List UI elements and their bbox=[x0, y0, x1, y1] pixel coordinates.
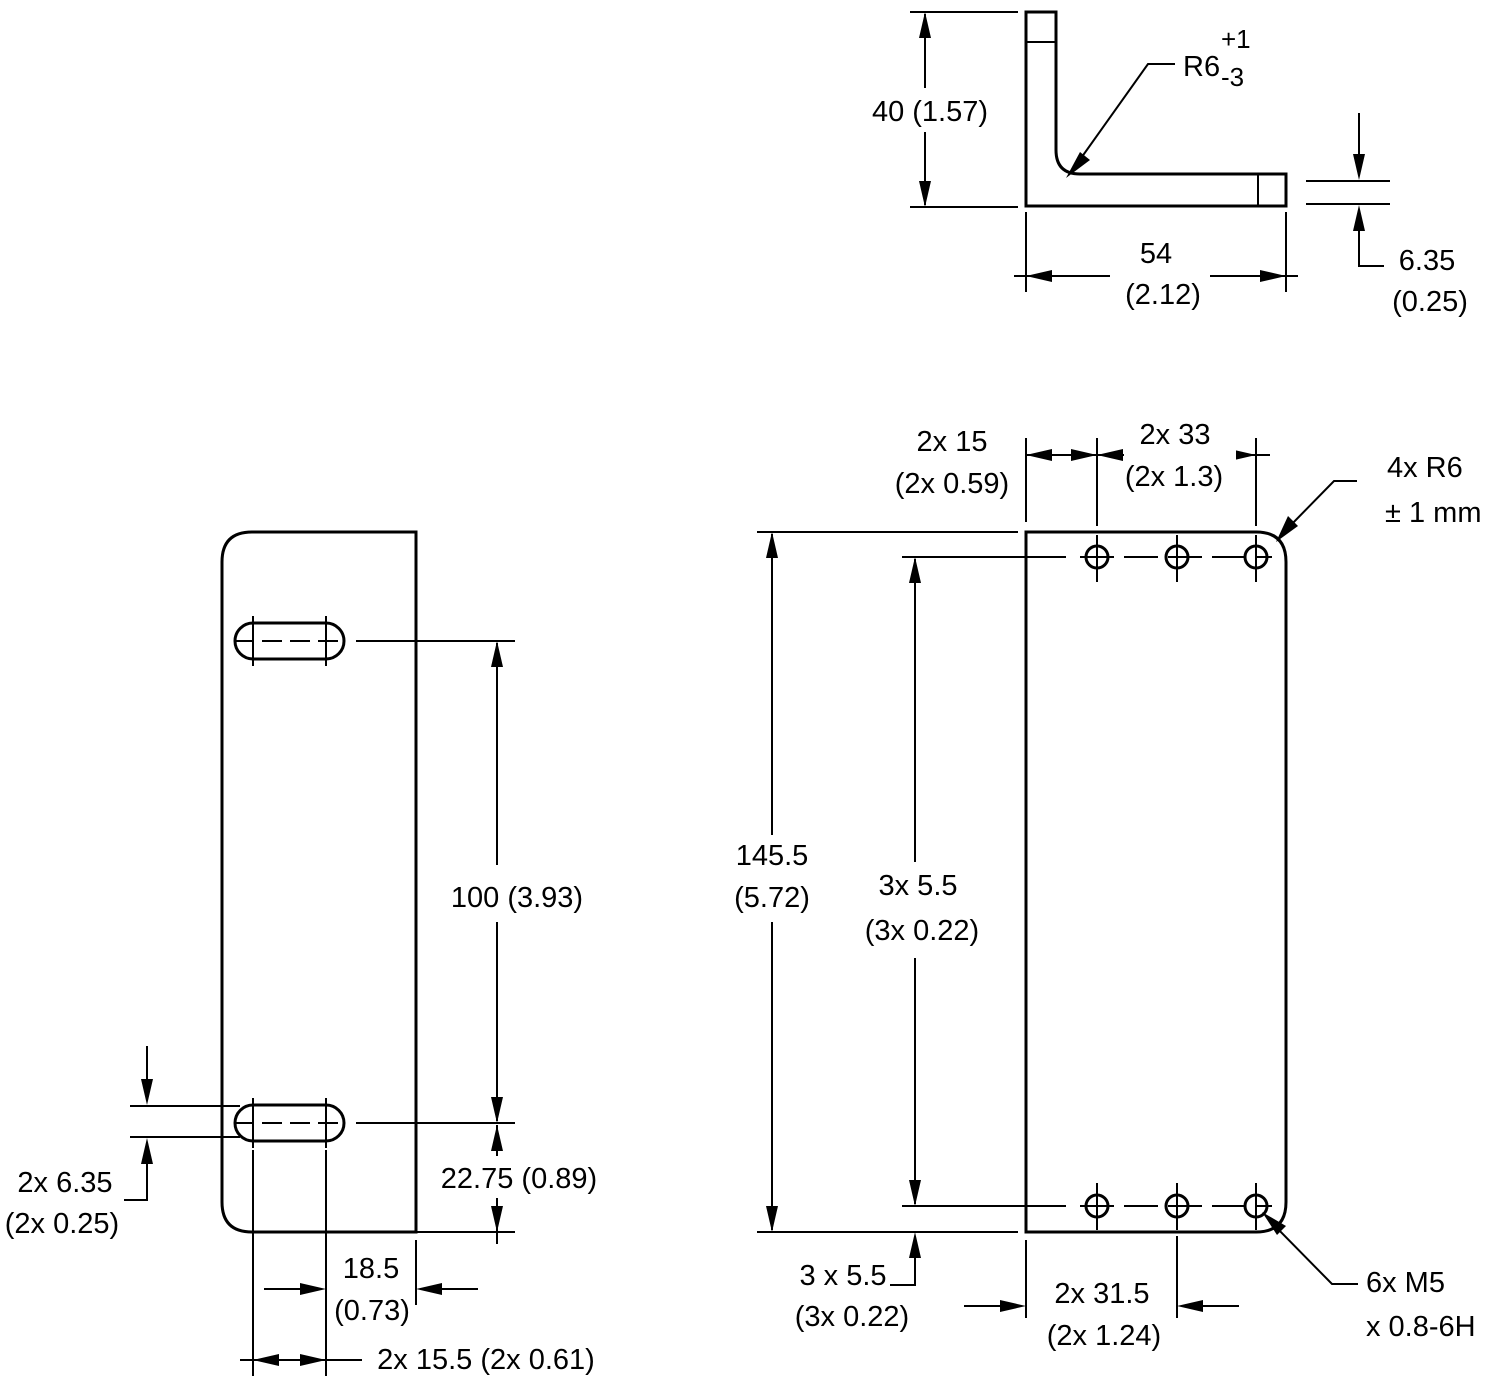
arrowhead bbox=[1026, 270, 1052, 282]
arrowhead bbox=[919, 181, 931, 207]
arrowhead bbox=[1230, 449, 1256, 461]
corner-radius-tol: ± 1 mm bbox=[1385, 497, 1481, 529]
arrowhead bbox=[1177, 1300, 1203, 1312]
arrowhead bbox=[1000, 1300, 1026, 1312]
total-height-label: 145.5 bbox=[736, 840, 809, 872]
arrowhead bbox=[1276, 516, 1298, 542]
label-bg bbox=[332, 1250, 410, 1330]
slot-width-label: 2x 6.35 bbox=[17, 1167, 112, 1199]
side-length-label: 54 bbox=[1140, 238, 1172, 270]
side-view: 40 (1.57) R6 +1 -3 54 (2.12) 6.35 (0.25) bbox=[872, 10, 1468, 318]
arrowhead bbox=[491, 1206, 503, 1232]
dimension-line bbox=[890, 1256, 916, 1286]
arrowhead bbox=[909, 1232, 921, 1258]
arrowhead bbox=[766, 532, 778, 558]
label-bg bbox=[1110, 236, 1210, 306]
arrowhead bbox=[300, 1354, 326, 1366]
hole-offset-label: 2x 15 bbox=[917, 426, 988, 458]
slot-spacing-label: 100 (3.93) bbox=[451, 882, 583, 914]
bottom-offset-label: 22.75 (0.89) bbox=[441, 1163, 597, 1195]
top-hole-row bbox=[902, 535, 1272, 582]
arrowhead bbox=[1260, 270, 1286, 282]
side-length-label-in: (2.12) bbox=[1125, 279, 1201, 311]
arrowhead bbox=[909, 1180, 921, 1206]
arrowhead bbox=[1353, 154, 1365, 180]
front-plate-outline bbox=[1024, 530, 1288, 1234]
radius-tol-minus: -3 bbox=[1221, 62, 1244, 92]
side-height-label: 40 (1.57) bbox=[872, 96, 988, 128]
thickness-label: 6.35 bbox=[1399, 245, 1455, 277]
radius-label: R6 bbox=[1183, 51, 1220, 83]
thickness-label-in: (0.25) bbox=[1392, 286, 1468, 318]
arrowhead bbox=[766, 1206, 778, 1232]
arrowhead bbox=[253, 1354, 279, 1366]
arrowhead bbox=[491, 1125, 503, 1151]
arrowhead bbox=[919, 12, 931, 38]
arrowhead bbox=[1071, 449, 1097, 461]
slot-length-label: 18.5 bbox=[343, 1253, 399, 1285]
hole-pitch-label: 2x 33 bbox=[1140, 419, 1211, 451]
arrowhead bbox=[416, 1283, 442, 1295]
bottom-hole-label: 3 x 5.5 bbox=[799, 1260, 886, 1292]
front-view: 2x 15 (2x 0.59) 2x 33 (2x 1.3) 4x R6 ± 1… bbox=[734, 417, 1481, 1352]
arrowhead bbox=[1026, 449, 1052, 461]
bottom-hole-row bbox=[902, 1183, 1272, 1230]
arrowhead bbox=[141, 1079, 153, 1105]
left-view: 100 (3.93) 22.75 (0.89) 2x 6.35 (2x 0.25… bbox=[5, 530, 597, 1376]
left-plate-outline bbox=[220, 530, 418, 1234]
corner-radius-label: 4x R6 bbox=[1387, 452, 1463, 484]
arrowhead bbox=[300, 1283, 326, 1295]
radius-tol-plus: +1 bbox=[1221, 24, 1251, 54]
arrowhead bbox=[1262, 1212, 1286, 1235]
hole-pitch-label-in: (2x 1.3) bbox=[1125, 461, 1223, 493]
thread-leader bbox=[1269, 1220, 1358, 1285]
arrowhead bbox=[141, 1138, 153, 1164]
total-height-label-in: (5.72) bbox=[734, 882, 810, 914]
hole-offset-label-in: (2x 0.59) bbox=[895, 468, 1009, 500]
thread-label-2: x 0.8-6H bbox=[1366, 1311, 1476, 1343]
arrowhead bbox=[909, 557, 921, 583]
arrowhead bbox=[1353, 205, 1365, 231]
side-profile bbox=[1024, 10, 1288, 208]
dimension-line bbox=[124, 1160, 148, 1201]
arrowhead bbox=[491, 1097, 503, 1123]
corner-radius-leader bbox=[1287, 480, 1357, 529]
hole-row-label-in: (3x 0.22) bbox=[865, 915, 979, 947]
bottom-hole-label-in: (3x 0.22) bbox=[795, 1301, 909, 1333]
arrowhead bbox=[1066, 152, 1090, 178]
dimension-line bbox=[1358, 228, 1384, 267]
slot-pos-label: 2x 15.5 (2x 0.61) bbox=[377, 1344, 595, 1376]
arrowhead bbox=[491, 641, 503, 667]
hole-row-label: 3x 5.5 bbox=[879, 870, 958, 902]
slot-length-label-in: (0.73) bbox=[334, 1295, 410, 1327]
label-bg bbox=[1124, 417, 1236, 497]
radius-leader bbox=[1073, 63, 1175, 169]
arrowhead bbox=[1097, 449, 1123, 461]
bottom-pos-label: 2x 31.5 bbox=[1054, 1278, 1149, 1310]
bottom-pos-label-in: (2x 1.24) bbox=[1047, 1320, 1161, 1352]
slot-width-label-in: (2x 0.25) bbox=[5, 1208, 119, 1240]
thread-label: 6x M5 bbox=[1366, 1267, 1445, 1299]
